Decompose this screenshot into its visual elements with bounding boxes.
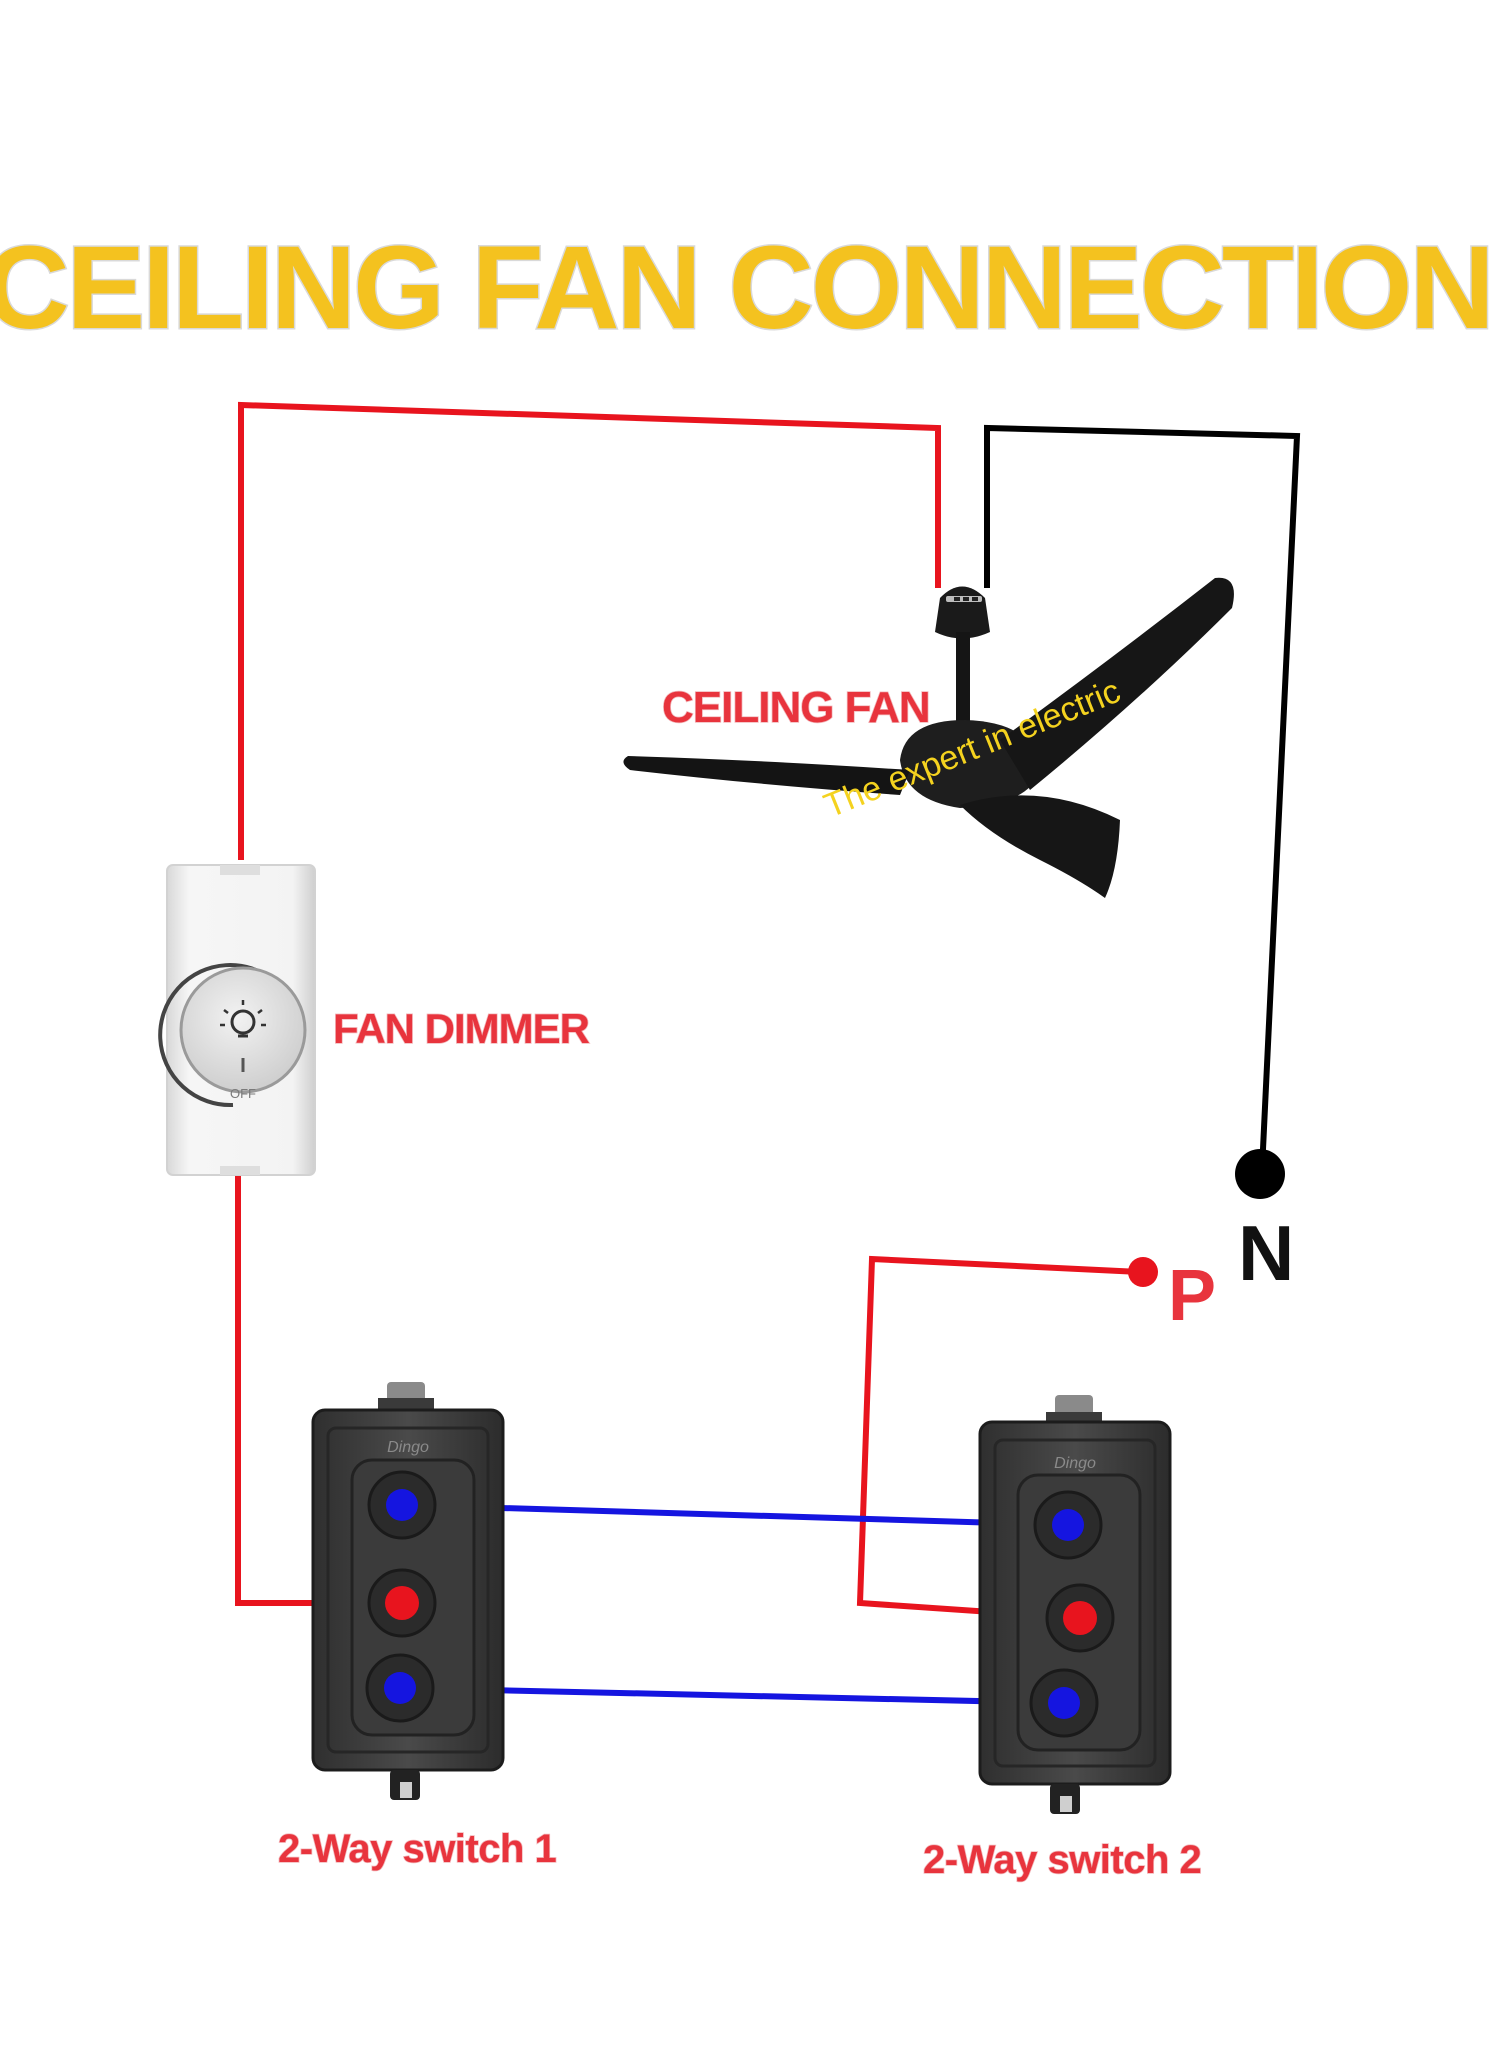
switch2-bottom-terminal-dot: [1048, 1687, 1080, 1719]
switch1-common-terminal-dot: [385, 1586, 419, 1620]
phase-terminal-dot: [1128, 1257, 1158, 1287]
page-title: CEILING FAN CONNECTION: [0, 222, 1492, 354]
phase-wire-dimmer-to-fan: [238, 401, 941, 860]
traveler-wire-top: [401, 1502, 1069, 1528]
dimmer-off-text: OFF: [230, 1086, 256, 1101]
ceiling-fan-icon: [623, 577, 1234, 898]
switch1-brand-text: Dingo: [387, 1439, 429, 1456]
phase-wire-supply-to-switch2: [856, 1255, 1141, 1621]
switch2-brand-text: Dingo: [1054, 1455, 1096, 1472]
fan-dimmer-icon: [158, 864, 316, 1176]
fan-dimmer-label: FAN DIMMER: [333, 1005, 590, 1052]
switch2-label: 2-Way switch 2: [923, 1838, 1201, 1882]
neutral-wire-fan-to-supply: [984, 424, 1301, 1171]
switch1-label: 2-Way switch 1: [278, 1827, 557, 1871]
switch2-common-terminal-dot: [1063, 1601, 1097, 1635]
switch2-top-terminal-dot: [1052, 1509, 1084, 1541]
switch1-bottom-terminal-dot: [384, 1672, 416, 1704]
neutral-label: N: [1238, 1209, 1294, 1297]
ceiling-fan-label: CEILING FAN: [662, 683, 930, 732]
switch1-top-terminal-dot: [386, 1489, 418, 1521]
phase-label: P: [1168, 1256, 1216, 1336]
traveler-wire-bottom: [399, 1685, 1065, 1706]
neutral-terminal-dot: [1235, 1149, 1285, 1199]
